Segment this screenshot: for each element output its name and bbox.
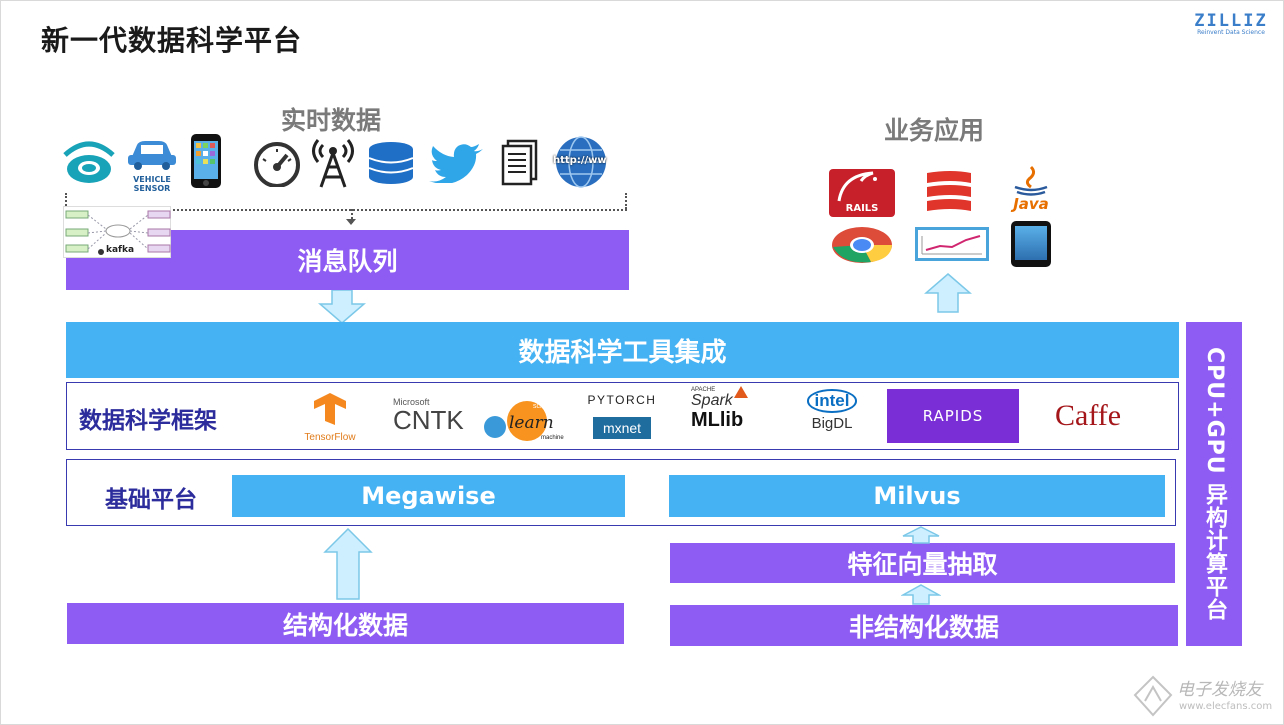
mllib-text: MLlib: [691, 409, 744, 431]
watermark: 电子发烧友 www.elecfans.com: [1131, 673, 1281, 721]
mxnet-logo: mxnet: [593, 417, 651, 439]
tools-integration-label: 数据科学工具集成: [518, 337, 727, 368]
dotted-right: [625, 193, 627, 209]
sklearn-logo: scikit learn machine: [481, 399, 564, 443]
vehicle-sensor-icon: VEHICLE SENSOR: [125, 137, 179, 193]
page-title: 新一代数据科学平台: [41, 24, 303, 57]
iphone-icon: [1011, 221, 1051, 267]
message-queue-label: 消息队列: [297, 247, 398, 276]
documents-icon: [499, 139, 539, 187]
dotted-down: [351, 209, 353, 223]
arrow-structured-up: [323, 527, 373, 600]
spark-star-icon: [734, 386, 748, 398]
java-text: Java: [1013, 195, 1049, 213]
java-icon: Java: [1003, 165, 1059, 217]
caffe-logo: Caffe: [1055, 399, 1121, 433]
rapids-text: RAPIDS: [922, 407, 984, 425]
bigdl-text: BigDL: [811, 415, 853, 432]
kafka-diagram: kafka: [63, 206, 171, 258]
unstructured-data-label: 非结构化数据: [848, 612, 999, 642]
cntk-logo: Microsoft CNTK: [393, 397, 464, 433]
realtime-icons-row: VEHICLE SENSOR: [61, 133, 621, 193]
feature-extraction-bar: 特征向量抽取: [670, 543, 1175, 583]
feature-extraction-label: 特征向量抽取: [847, 550, 998, 579]
cntk-text: CNTK: [393, 405, 464, 435]
caffe-text: Caffe: [1055, 399, 1122, 432]
heterogeneous-compute-bar: CPU+GPU 异构计算平台: [1186, 322, 1242, 646]
intel-text: intel: [806, 389, 858, 413]
database-icon: [367, 141, 415, 185]
sklearn-text: learn: [509, 413, 554, 433]
structured-data-bar: 结构化数据: [67, 603, 624, 644]
vehicle-text-2: SENSOR: [133, 184, 171, 193]
business-apps-label: 业务应用: [884, 116, 985, 145]
pytorch-logo: PYTORCH: [587, 393, 657, 407]
framework-box: 数据科学框架 TensorFlow Microsoft CNTK scikit …: [66, 382, 1179, 450]
framework-label: 数据科学框架: [79, 408, 217, 434]
watermark-url: www.elecfans.com: [1179, 701, 1273, 712]
wifi-sensor-icon: [61, 137, 117, 187]
scala-icon: [921, 169, 977, 217]
chrome-icon: [831, 225, 893, 265]
brand-name: ZILLIZ: [1194, 11, 1268, 31]
heterogeneous-compute-label: CPU+GPU 异构计算平台: [1202, 346, 1227, 622]
brand-logo: ZILLIZ Reinvent Data Science: [1191, 11, 1271, 36]
arrow-unstructured-up: [900, 584, 942, 605]
megawise-bar: Megawise: [232, 475, 625, 517]
unstructured-data-bar: 非结构化数据: [670, 605, 1178, 646]
watermark-text: 电子发烧友: [1177, 680, 1262, 700]
base-platform-label: 基础平台: [105, 487, 197, 513]
pytorch-text: PYTORCH: [587, 393, 657, 407]
rails-icon: RAILS: [829, 169, 895, 217]
megawise-label: Megawise: [361, 482, 496, 510]
arrow-business-up: [923, 273, 973, 313]
arrow-queue-down: [317, 289, 367, 324]
www-text: http://ww: [553, 155, 607, 166]
realtime-data-label: 实时数据: [281, 106, 382, 135]
dotted-line: [65, 209, 627, 211]
milvus-bar: Milvus: [669, 475, 1165, 517]
tensorflow-text: TensorFlow: [304, 432, 356, 443]
dotted-left: [65, 193, 67, 209]
phone-icon: [189, 133, 223, 189]
base-platform-box: 基础平台 Megawise Milvus: [66, 459, 1176, 526]
www-globe-icon: http://ww: [551, 135, 611, 189]
spark-small-text: APACHE: [691, 387, 716, 393]
tools-integration-bar: 数据科学工具集成: [66, 322, 1179, 378]
arrow-feature-up: [901, 526, 941, 544]
vehicle-text-1: VEHICLE: [133, 175, 171, 184]
structured-data-label: 结构化数据: [282, 610, 408, 640]
kafka-label: kafka: [106, 245, 135, 255]
sklearn-sub-text: machine: [541, 435, 564, 441]
tensorflow-logo: TensorFlow: [297, 391, 363, 443]
rails-text: RAILS: [845, 203, 879, 214]
brand-tagline: Reinvent Data Science: [1197, 29, 1265, 36]
milvus-label: Milvus: [873, 482, 961, 510]
rapids-logo: RAPIDS: [887, 389, 1019, 443]
cntk-small-text: Microsoft: [393, 397, 430, 407]
mxnet-text: mxnet: [602, 420, 642, 436]
spark-mllib-logo: APACHE Spark MLlib: [691, 387, 767, 431]
chart-app-icon: [915, 227, 989, 261]
antenna-icon: [309, 137, 357, 189]
spark-text: Spark: [691, 392, 733, 409]
intel-bigdl-logo: intel BigDL: [797, 389, 867, 432]
gauge-icon: [251, 139, 303, 188]
twitter-icon: [429, 143, 485, 184]
dotted-arrow-head: [346, 219, 356, 225]
sklearn-small-text: scikit: [533, 403, 549, 410]
